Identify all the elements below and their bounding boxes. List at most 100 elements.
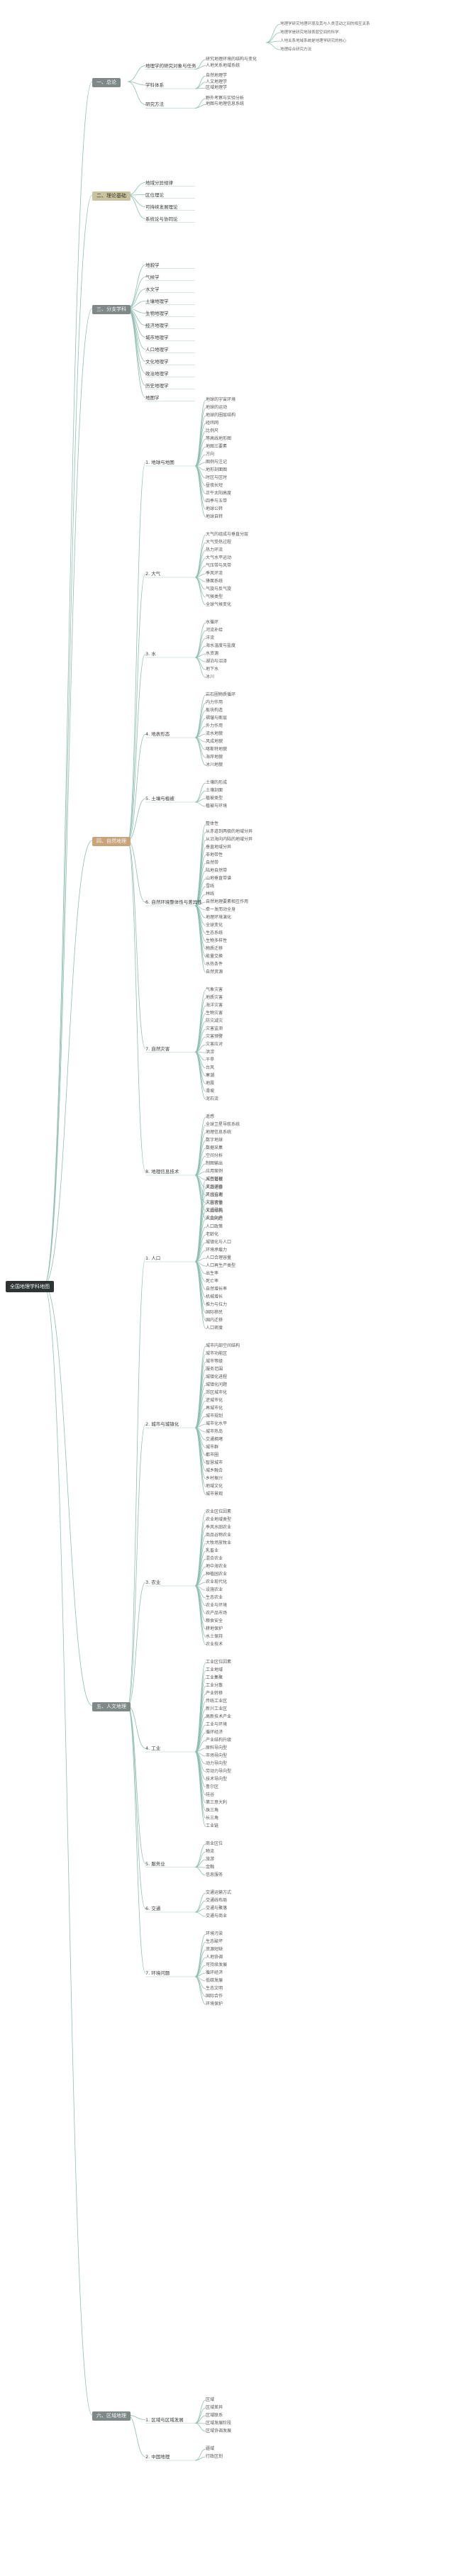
topic-leaf[interactable]: 生物灾害: [206, 1011, 223, 1016]
topic-leaf[interactable]: 传统工业区: [206, 1699, 228, 1704]
topic-leaf[interactable]: 滑坡: [206, 1089, 215, 1094]
topic-leaf[interactable]: 经纬网: [206, 421, 219, 426]
topic-leaf[interactable]: 研究地理环境的结构与变化: [206, 57, 258, 62]
topic-leaf[interactable]: 陆地自然带: [206, 868, 228, 873]
topic-leaf[interactable]: 工业链: [206, 1823, 219, 1828]
topic-leaf[interactable]: 人口密度: [206, 1326, 223, 1331]
topic-leaf[interactable]: 岩石圈物质循环: [206, 692, 236, 697]
subtopic-3-2[interactable]: 气候学: [145, 274, 160, 280]
topic-leaf[interactable]: 环境污染: [206, 1931, 223, 1936]
topic-leaf[interactable]: 人口迁移: [206, 1185, 223, 1190]
topic-leaf[interactable]: 区域: [206, 2397, 215, 2402]
topic-leaf[interactable]: 等高线地形图: [206, 436, 232, 441]
topic-leaf[interactable]: 湖泊与沼泽: [206, 659, 228, 664]
note-item[interactable]: 地理学是研究地球表层空间的科学: [280, 30, 339, 35]
topic-leaf[interactable]: 内力作用: [206, 700, 223, 705]
topic-leaf[interactable]: 乡村振兴: [206, 1476, 223, 1481]
topic-leaf[interactable]: 地球自转: [206, 514, 223, 519]
topic-leaf[interactable]: 机械增长: [206, 1294, 223, 1299]
topic-leaf[interactable]: 交通导航: [206, 1208, 223, 1213]
note-item[interactable]: 地理学研究地理环境及其与人类活动之间的相互关系: [280, 22, 370, 26]
topic-leaf[interactable]: 四季与五带: [206, 499, 228, 504]
subtopic-3-5[interactable]: 生物地理学: [145, 310, 169, 316]
subtopic-3-9[interactable]: 文化地理学: [145, 358, 169, 365]
topic-leaf[interactable]: 商品谷物农业: [206, 1533, 232, 1538]
topic-leaf[interactable]: 城市功能区: [206, 1351, 228, 1356]
topic-leaf[interactable]: 风成地貌: [206, 739, 223, 744]
subtopic-5-6[interactable]: 6. 交通: [145, 1906, 161, 1911]
topic-leaf[interactable]: 自然地理要素相互作用: [206, 899, 249, 904]
topic-leaf[interactable]: 疆域: [206, 2446, 215, 2451]
topic-leaf[interactable]: 硅谷: [206, 1792, 215, 1797]
topic-leaf[interactable]: 交通与商业: [206, 1914, 228, 1919]
topic-leaf[interactable]: 昼夜长短: [206, 483, 223, 488]
subtopic-3-7[interactable]: 城市地理学: [145, 334, 169, 340]
topic-leaf[interactable]: 自然地理学: [206, 73, 228, 79]
subtopic-5-5[interactable]: 5. 服务业: [145, 1860, 165, 1867]
topic-leaf[interactable]: 推力与拉力: [206, 1302, 228, 1307]
root-node[interactable]: 全国地理学科地图: [6, 1281, 54, 1292]
topic-leaf[interactable]: 城市等级: [206, 1359, 223, 1364]
topic-leaf[interactable]: 冰川地貌: [206, 762, 223, 767]
subtopic-3-4[interactable]: 土壤地理学: [145, 298, 169, 304]
topic-leaf[interactable]: 应用案例: [206, 1169, 223, 1174]
topic-leaf[interactable]: 板块构造: [206, 708, 223, 713]
topic-leaf[interactable]: 大气的组成与垂直分层: [206, 532, 249, 537]
topic-leaf[interactable]: 高新技术产业: [206, 1714, 232, 1719]
topic-leaf[interactable]: 雪线: [206, 884, 215, 889]
topic-leaf[interactable]: 农产品市场: [206, 1611, 228, 1616]
subtopic-5-2[interactable]: 2. 城市与城镇化: [145, 1421, 179, 1427]
topic-leaf[interactable]: 城市群: [206, 1445, 219, 1450]
topic-leaf[interactable]: 图例与注记: [206, 460, 228, 465]
branch-3[interactable]: 三、分支学科: [92, 305, 131, 314]
topic-leaf[interactable]: 冰川: [206, 674, 215, 679]
topic-leaf[interactable]: 第三意大利: [206, 1800, 228, 1805]
topic-leaf[interactable]: 水资源: [206, 651, 219, 656]
topic-leaf[interactable]: 环境承载力: [206, 1248, 228, 1253]
topic-leaf[interactable]: 产业转移: [206, 1691, 223, 1696]
topic-leaf[interactable]: 区域差异: [206, 2405, 223, 2410]
topic-leaf[interactable]: 海岸地貌: [206, 755, 223, 760]
topic-leaf[interactable]: 城市景观: [206, 1492, 223, 1497]
subtopic-6-2[interactable]: 2. 中国地理: [145, 2454, 170, 2460]
topic-leaf[interactable]: 制图输出: [206, 1161, 223, 1166]
subtopic-3-12[interactable]: 地图学: [145, 394, 160, 401]
subtopic-4-6[interactable]: 6. 自然环境整体性与差异性: [145, 899, 202, 905]
topic-leaf[interactable]: 喀斯特地貌: [206, 747, 228, 752]
topic-leaf[interactable]: 人口再生产类型: [206, 1263, 236, 1268]
topic-leaf[interactable]: 都市圈: [206, 1453, 219, 1458]
topic-leaf[interactable]: 循环经济: [206, 1970, 223, 1975]
topic-leaf[interactable]: 再城市化: [206, 1406, 223, 1411]
topic-leaf[interactable]: 寒潮: [206, 1073, 215, 1078]
topic-leaf[interactable]: 气候类型: [206, 594, 223, 599]
topic-leaf[interactable]: 城乡融合: [206, 1468, 223, 1473]
subtopic-5-4[interactable]: 4. 工业: [145, 1745, 161, 1751]
topic-leaf[interactable]: 工业区位因素: [206, 1660, 232, 1665]
topic-leaf[interactable]: 地理环境演化: [206, 915, 232, 920]
subtopic-2-3[interactable]: 可持续发展理论: [145, 204, 178, 210]
topic-leaf[interactable]: 生态系统: [206, 931, 223, 936]
topic-leaf[interactable]: 从赤道到两极的地域分异: [206, 829, 253, 834]
topic-leaf[interactable]: 生态文明: [206, 1986, 223, 1991]
subtopic-6-1[interactable]: 1. 区域与区域发展: [145, 2416, 184, 2423]
branch-6[interactable]: 六、区域地理: [92, 2411, 131, 2421]
subtopic-1-3[interactable]: 研究方法: [145, 101, 164, 108]
topic-leaf[interactable]: 干旱: [206, 1057, 215, 1062]
topic-leaf[interactable]: 行政区划: [206, 2454, 223, 2459]
topic-leaf[interactable]: 水循环: [206, 620, 219, 625]
topic-leaf[interactable]: 循环经济: [206, 1730, 223, 1735]
topic-leaf[interactable]: 长三角: [206, 1816, 219, 1821]
topic-leaf[interactable]: 数字地球: [206, 1138, 223, 1143]
topic-leaf[interactable]: 方向: [206, 452, 215, 457]
branch-5[interactable]: 五、人文地理: [92, 1702, 131, 1711]
topic-leaf[interactable]: 市场导向型: [206, 1753, 228, 1758]
topic-leaf[interactable]: 农业区位因素: [206, 1509, 232, 1514]
note-item[interactable]: 地理综合研究方法: [280, 48, 312, 52]
subtopic-4-7[interactable]: 7. 自然灾害: [145, 1045, 170, 1052]
topic-leaf[interactable]: 大牧场放牧业: [206, 1540, 232, 1545]
topic-leaf[interactable]: 城镇化与人口: [206, 1240, 232, 1245]
topic-leaf[interactable]: 水热条件: [206, 962, 223, 967]
subtopic-3-3[interactable]: 水文学: [145, 286, 160, 292]
topic-leaf[interactable]: 防灾减灾: [206, 1018, 223, 1023]
topic-leaf[interactable]: 洪涝: [206, 1050, 215, 1055]
